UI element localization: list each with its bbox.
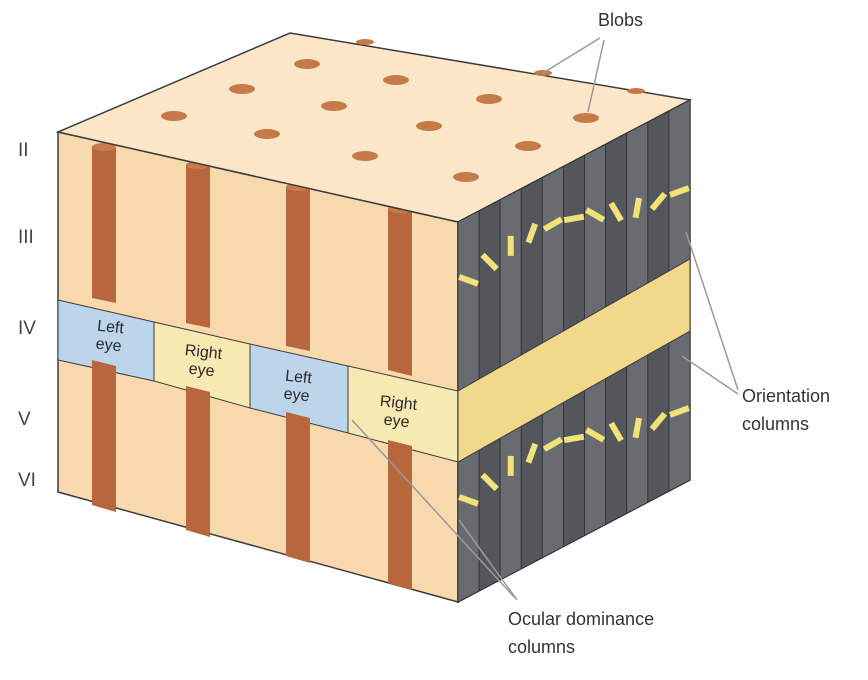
blob	[294, 59, 320, 69]
ocular-dominance-bands	[57, 299, 459, 463]
blob	[321, 101, 347, 111]
leader-line-blobs	[542, 37, 601, 74]
blob	[356, 39, 374, 45]
orientation-bar	[480, 472, 499, 492]
orientation-bar	[649, 191, 668, 211]
blob	[515, 141, 541, 151]
orientation-bar	[649, 411, 668, 431]
orientation-bar	[480, 252, 499, 272]
leader-line-orientation	[681, 355, 739, 395]
blob-column	[286, 412, 310, 563]
eye-label-line: eye	[95, 336, 123, 356]
blob	[229, 84, 255, 94]
eye-label-line: eye	[283, 386, 311, 406]
orientation-bar	[608, 421, 624, 443]
blob-column	[186, 386, 210, 537]
ocular-label-line: Ocular dominance	[508, 609, 654, 629]
eye-label-line: Right	[184, 342, 223, 363]
orientation-bar	[563, 213, 585, 224]
ocular-label-line: columns	[508, 637, 575, 657]
orientation-bar	[458, 274, 479, 287]
leader-line-orientation	[685, 231, 739, 391]
layer-label-vi: VI	[18, 470, 36, 491]
callout-labels: Blobs Orientation columns Ocular dominanc…	[508, 10, 830, 657]
orientation-bar	[584, 207, 606, 223]
blob	[254, 129, 280, 139]
orientation-bar	[542, 436, 564, 452]
blob	[352, 151, 378, 161]
eye-band-label: Lefteye	[94, 318, 125, 356]
orientation-bar	[669, 405, 690, 418]
eye-label-line: eye	[188, 361, 216, 381]
layer-label-iv: IV	[18, 318, 36, 339]
blob	[573, 113, 599, 123]
orientation-bar	[458, 494, 479, 507]
blob-column	[92, 146, 116, 303]
orientation-bar	[507, 455, 514, 476]
orientation-bar	[507, 235, 514, 256]
orientation-bars	[458, 185, 690, 507]
orientation-bar	[525, 442, 539, 464]
eye-label-line: Right	[379, 393, 418, 414]
eye-labels: Lefteye Righteye Lefteye Righteye	[94, 318, 419, 432]
blob-column	[92, 360, 116, 512]
layer-labels: II III IV V VI	[18, 140, 36, 491]
ocular-dominance-columns-label: Ocular dominance columns	[508, 609, 654, 657]
blobs	[161, 39, 645, 182]
blob-column	[388, 440, 412, 590]
eye-label-line: Left	[96, 318, 125, 338]
blob-column	[186, 164, 210, 328]
leader-line-blobs	[587, 39, 605, 113]
orientation-bar	[563, 433, 585, 444]
eye-band-label: Lefteye	[282, 368, 313, 406]
blobs-label: Blobs	[598, 10, 643, 30]
layer-iv-side-band	[457, 258, 691, 463]
orientation-bar	[584, 427, 606, 443]
orientation-columns-label: Orientation columns	[742, 386, 830, 434]
layer-label-ii: II	[18, 140, 29, 161]
eye-label-line: eye	[383, 412, 411, 432]
leader-line-ocular	[351, 419, 516, 599]
orientation-bar	[542, 216, 564, 232]
layer-label-iii: III	[18, 227, 34, 248]
orientation-columns-face	[457, 98, 691, 604]
leader-line-ocular	[458, 519, 518, 601]
leader-lines	[351, 37, 739, 601]
layer-label-v: V	[18, 409, 31, 430]
blob	[627, 88, 645, 94]
orientation-bar	[608, 201, 624, 223]
blob-column	[388, 208, 412, 376]
orientation-bar	[632, 197, 642, 219]
blob-column	[286, 186, 310, 351]
orientation-label-line: Orientation	[742, 386, 830, 406]
orientation-bar	[669, 185, 690, 198]
blob	[383, 75, 409, 85]
blob	[416, 121, 442, 131]
eye-band-label: Righteye	[182, 342, 223, 381]
orientation-bar	[632, 417, 642, 439]
blob	[453, 172, 479, 182]
blob-column-cap	[92, 143, 116, 151]
orientation-label-line: columns	[742, 414, 809, 434]
eye-band-label: Righteye	[377, 393, 418, 432]
eye-label-line: Left	[284, 368, 313, 388]
blob	[161, 111, 187, 121]
orientation-bar	[525, 222, 539, 244]
blob-columns	[92, 143, 412, 590]
blob	[476, 94, 502, 104]
